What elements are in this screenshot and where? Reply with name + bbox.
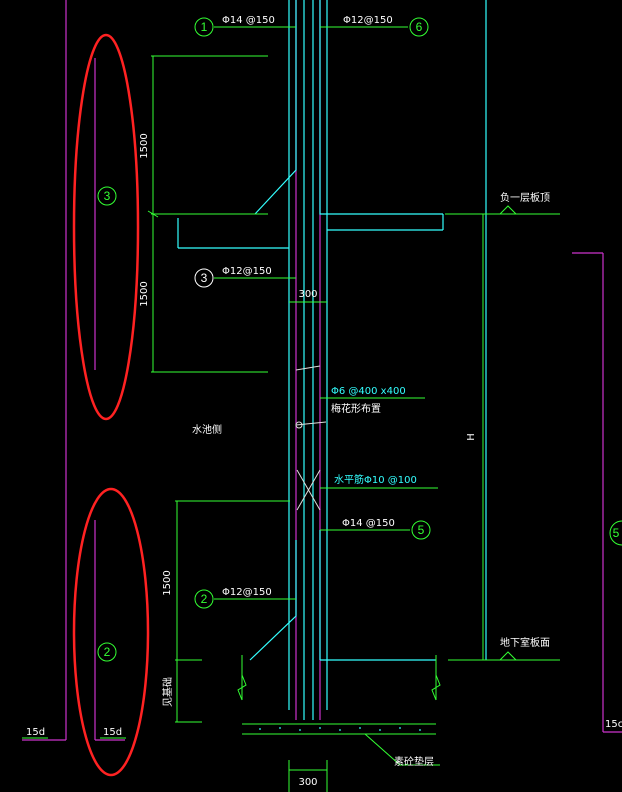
- tie-hook: [295, 421, 303, 429]
- label-15d-c: 15c: [605, 719, 622, 730]
- label-rebar-3: Φ12@150: [222, 266, 272, 277]
- cross-b: [296, 469, 321, 511]
- tie-1: [295, 365, 321, 371]
- label-rebar-top-left: Φ14 @150: [222, 15, 275, 26]
- marker-2-big: 2: [104, 645, 111, 659]
- label-rebar-5: Φ14 @150: [342, 518, 395, 529]
- label-15d-a: 15d: [26, 727, 45, 738]
- marker-5: 5: [418, 523, 425, 537]
- markers: [97, 17, 622, 662]
- marker-circle-5-edge: [609, 520, 622, 546]
- break-left: [237, 674, 247, 701]
- marker-circle-3-small: [194, 268, 214, 288]
- label-rebar-top-right: Φ12@150: [343, 15, 393, 26]
- highlight-ellipse-upper: [72, 33, 140, 421]
- label-tie-arrangement: 梅花形布置: [331, 402, 381, 415]
- label-water-side: 水池侧: [192, 423, 222, 436]
- marker-6: 6: [416, 20, 423, 34]
- marker-circle-5: [411, 520, 431, 540]
- marker-circle-1: [194, 17, 214, 37]
- floor-1-symbol: [499, 205, 517, 215]
- floor-basement-symbol: [499, 651, 517, 661]
- label-plain-concrete: 素砼垫层: [394, 755, 434, 768]
- rebar-3-bend: [254, 0, 297, 215]
- marker-3-small: 3: [201, 271, 208, 285]
- marker-3-big: 3: [104, 189, 111, 203]
- marker-circle-2-big: [97, 642, 117, 662]
- label-dim-1500-a: 1500: [139, 133, 150, 158]
- magenta-guides: [22, 0, 622, 741]
- rebar-2-bend: [249, 540, 297, 661]
- marker-circle-2: [194, 589, 214, 609]
- label-15d-b: 15d: [103, 727, 122, 738]
- rebar-6-bend: [319, 0, 443, 215]
- cyan-structure: [177, 0, 487, 720]
- tie-bars: [295, 365, 327, 511]
- label-horizontal-bar: 水平筋Φ10 @100: [334, 473, 417, 486]
- label-dim-300-top: 300: [298, 289, 317, 300]
- label-tie-bar: Φ6 @400 x400: [331, 386, 406, 397]
- label-dim-300-bottom: 300: [298, 777, 317, 788]
- label-floor-1: 负一层板顶: [500, 191, 550, 204]
- marker-circle-3-big: [97, 186, 117, 206]
- marker-2: 2: [201, 592, 208, 606]
- dim-tick: [147, 210, 159, 218]
- marker-circle-6: [409, 17, 429, 37]
- marker-1: 1: [201, 20, 208, 34]
- text-labels: Φ14 @150 Φ12@150 Φ12@150 300 1500 1500 1…: [26, 15, 622, 788]
- label-dim-1500-b: 1500: [139, 281, 150, 306]
- label-slab-thickness: 见基础: [161, 677, 174, 707]
- marker-labels: 1 6 3 3 5 2 2 5: [104, 20, 620, 659]
- label-dim-1500-c: 1500: [162, 570, 173, 595]
- label-height: H: [466, 433, 477, 441]
- concrete-hatch: [259, 727, 421, 731]
- green-annotations: [22, 26, 560, 792]
- tie-2: [295, 421, 327, 426]
- highlight-ellipse-lower: [72, 487, 150, 777]
- label-rebar-2: Φ12@150: [222, 587, 272, 598]
- leader-concrete: [364, 733, 401, 766]
- break-right: [431, 674, 441, 701]
- marker-5-edge: 5: [613, 526, 620, 540]
- label-floor-basement: 地下室板面: [500, 636, 550, 649]
